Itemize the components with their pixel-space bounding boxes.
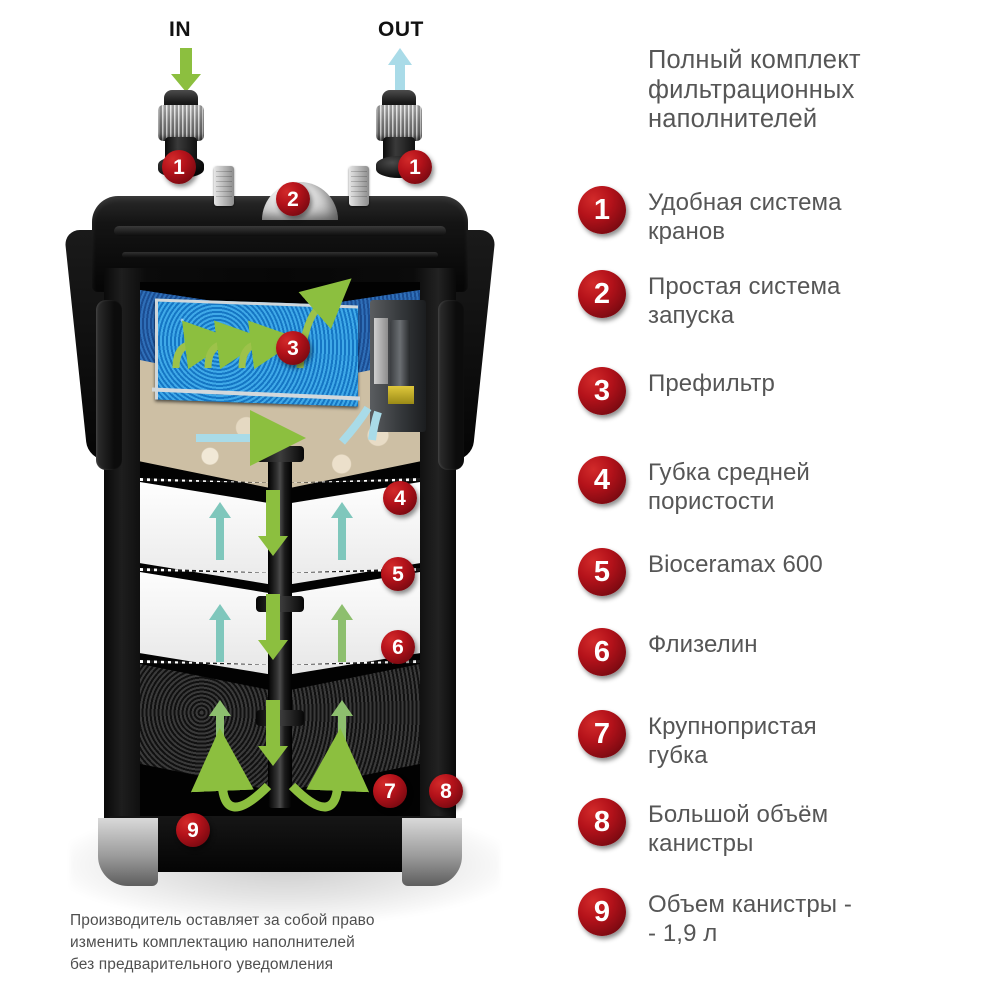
legend-label-6-line-1: Флизелин [648,631,758,658]
legend-label-1-line-2: кранов [648,217,726,245]
legend-title-line-3: наполнителей [648,105,818,134]
art-badge-3[interactable]: 3 [276,331,310,365]
feature-legend-panel: Полный комплект фильтрационных наполните… [560,0,1000,1000]
outlet-label: OUT [378,18,424,41]
base-plate [110,816,450,872]
legend-badge-2: 2 [578,270,626,318]
disclaimer-line-1: Производитель оставляет за собой право [70,912,375,929]
legend-item-8[interactable]: 8 Большой объём канистры [560,798,1000,859]
product-cutaway-illustration: IN OUT [63,18,500,976]
legend-label-6: Флизелин [648,628,758,660]
water-flow-arrows [172,278,382,812]
disclaimer-line-3: без предварительного уведомления [70,956,334,973]
legend-item-1[interactable]: 1 Удобная система кранов [560,186,1000,247]
art-badge-4[interactable]: 4 [383,481,417,515]
disclaimer-line-2: изменить комплектацию наполнителей [70,934,355,951]
art-badge-1a[interactable]: 1 [162,150,196,184]
art-badge-9[interactable]: 9 [176,813,210,847]
legend-label-1-line-1: Удобная система [648,189,842,216]
legend-badge-3: 3 [578,367,626,415]
legend-label-9-line-1: Объем канистры - [648,891,853,918]
legend-label-5-line-1: Bioceramax 600 [648,551,823,578]
legend-label-4-line-2: пористости [648,487,775,515]
inlet-arrow-icon [171,48,201,92]
legend-label-8-line-1: Большой объём [648,801,829,828]
legend-badge-9: 9 [578,888,626,936]
legend-badge-4: 4 [578,456,626,504]
legend-label-7-line-2: губка [648,741,708,769]
legend-label-2-line-1: Простая система [648,273,841,300]
legend-title-line-1: Полный комплект [648,46,861,74]
foot-left [98,818,158,886]
tap-lever-right[interactable] [349,166,369,206]
legend-item-6[interactable]: 6 Флизелин [560,628,1000,676]
art-badge-1b[interactable]: 1 [398,150,432,184]
legend-item-2[interactable]: 2 Простая система запуска [560,270,1000,331]
legend-badge-8: 8 [578,798,626,846]
side-clip-left [96,300,122,470]
foot-right [402,818,462,886]
legend-label-7-line-1: Крупнопристая [648,713,817,740]
tap-lever-left[interactable] [214,166,234,206]
legend-label-9: Объем канистры - - 1,9 л [648,888,852,949]
legend-badge-5: 5 [578,548,626,596]
art-badge-5[interactable]: 5 [381,557,415,591]
legend-label-7: Крупнопристая губка [648,710,817,771]
legend-label-5: Bioceramax 600 [648,548,823,580]
legend-item-5[interactable]: 5 Bioceramax 600 [560,548,1000,596]
legend-badge-1: 1 [578,186,626,234]
legend-badge-6: 6 [578,628,626,676]
art-badge-6[interactable]: 6 [381,630,415,664]
legend-title: Полный комплект фильтрационных наполните… [648,46,988,135]
legend-label-1: Удобная система кранов [648,186,842,247]
art-badge-7[interactable]: 7 [373,774,407,808]
outlet-arrow-icon [388,48,412,92]
legend-badge-7: 7 [578,710,626,758]
legend-item-4[interactable]: 4 Губка средней пористости [560,456,1000,517]
legend-label-3: Префильтр [648,367,775,399]
inlet-label: IN [169,18,191,41]
legend-item-9[interactable]: 9 Объем канистры - - 1,9 л [560,888,1000,949]
disclaimer-text: Производитель оставляет за собой право и… [70,910,490,976]
legend-label-8: Большой объём канистры [648,798,828,859]
art-badge-8[interactable]: 8 [429,774,463,808]
legend-label-9-line-2: - 1,9 л [648,919,718,947]
side-clip-right [438,300,464,470]
legend-label-2-line-2: запуска [648,301,735,329]
legend-label-8-line-2: канистры [648,829,754,857]
art-badge-2[interactable]: 2 [276,182,310,216]
legend-label-4: Губка средней пористости [648,456,810,517]
legend-label-2: Простая система запуска [648,270,841,331]
legend-title-line-2: фильтрационных [648,75,855,104]
legend-label-4-line-1: Губка средней [648,459,810,486]
legend-item-3[interactable]: 3 Префильтр [560,367,1000,415]
pump-motor-assembly [370,300,426,432]
legend-item-7[interactable]: 7 Крупнопристая губка [560,710,1000,771]
legend-label-3-line-1: Префильтр [648,370,775,397]
